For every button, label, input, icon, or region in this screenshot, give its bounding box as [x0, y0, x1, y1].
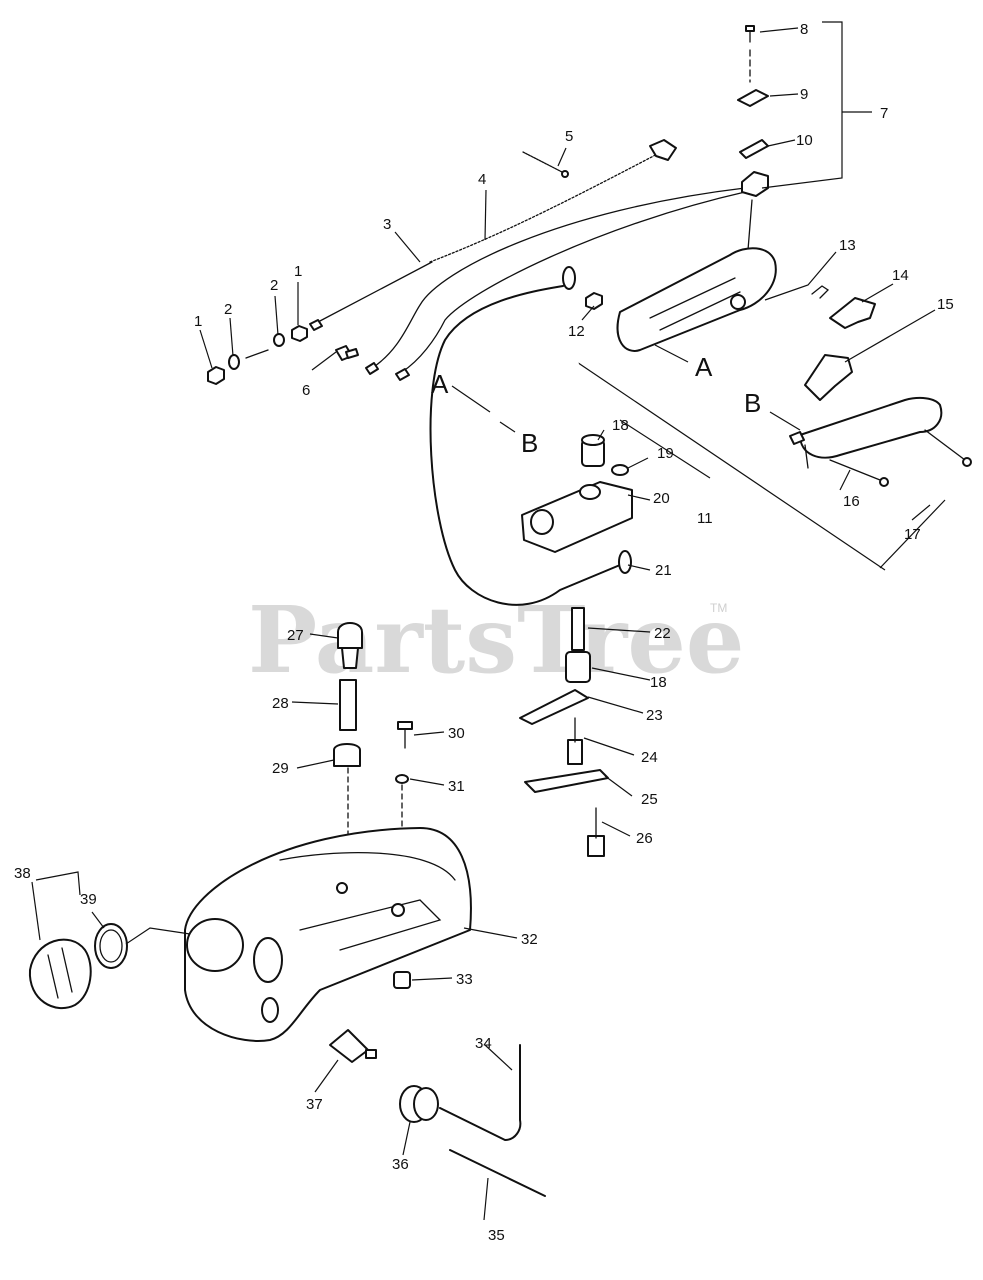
- callout-16: 16: [843, 493, 860, 510]
- callout-23: 23: [646, 707, 663, 724]
- reference-letters: A A B B: [431, 344, 801, 458]
- callout-26: 26: [636, 830, 653, 847]
- callout-14: 14: [892, 267, 909, 284]
- callout-25: 25: [641, 791, 658, 808]
- callout-10: 10: [796, 132, 813, 149]
- watermark-tm: TM: [710, 601, 727, 615]
- front-handle-assembly: [429, 266, 633, 857]
- callout-6: 6: [302, 382, 310, 399]
- callout-22: 22: [654, 625, 671, 642]
- callout-17: 17: [904, 526, 921, 543]
- callout-1b: 1: [294, 263, 302, 280]
- callout-15: 15: [937, 296, 954, 313]
- ref-letter-a-left: A: [431, 369, 449, 399]
- callout-2a: 2: [224, 301, 232, 318]
- callout-39: 39: [80, 891, 97, 908]
- callout-36: 36: [392, 1156, 409, 1173]
- callout-31: 31: [448, 778, 465, 795]
- callout-18b: 18: [650, 674, 667, 691]
- callout-32: 32: [521, 931, 538, 948]
- callout-33: 33: [456, 971, 473, 988]
- callout-11: 11: [697, 510, 713, 527]
- callout-24: 24: [641, 749, 658, 766]
- ref-letter-b-right: B: [744, 388, 761, 418]
- leader-lines: [31, 21, 936, 1221]
- callout-21: 21: [655, 562, 672, 579]
- ref-letter-b-left: B: [521, 428, 538, 458]
- callout-2b: 2: [270, 277, 278, 294]
- callout-8: 8: [800, 21, 808, 38]
- callout-38: 38: [14, 865, 31, 882]
- callout-13: 13: [839, 237, 856, 254]
- callout-9: 9: [800, 86, 808, 103]
- callout-20: 20: [653, 490, 670, 507]
- callout-18a: 18: [612, 417, 629, 434]
- callout-19: 19: [657, 445, 674, 462]
- callout-12: 12: [568, 323, 585, 340]
- callout-5: 5: [565, 128, 573, 145]
- rear-handle-assembly: [561, 25, 972, 571]
- callout-35: 35: [488, 1227, 505, 1244]
- callout-29: 29: [272, 760, 289, 777]
- callout-4: 4: [478, 171, 486, 188]
- callout-3: 3: [383, 216, 391, 233]
- watermark: PartsTree: [248, 586, 744, 694]
- callout-7: 7: [880, 105, 888, 122]
- throttle-cable-assembly: [207, 139, 746, 385]
- callout-34: 34: [475, 1035, 492, 1052]
- callout-27: 27: [287, 627, 304, 644]
- callout-37: 37: [306, 1096, 323, 1113]
- fuel-tank-assembly: [28, 622, 546, 1197]
- ref-letter-a-right: A: [695, 352, 713, 382]
- callout-1a: 1: [194, 313, 202, 330]
- callout-30: 30: [448, 725, 465, 742]
- callout-28: 28: [272, 695, 289, 712]
- callout-labels: 1 1 2 2 3 4 5 6 7 8 9 10 11 12 13 14 15 …: [14, 21, 954, 1244]
